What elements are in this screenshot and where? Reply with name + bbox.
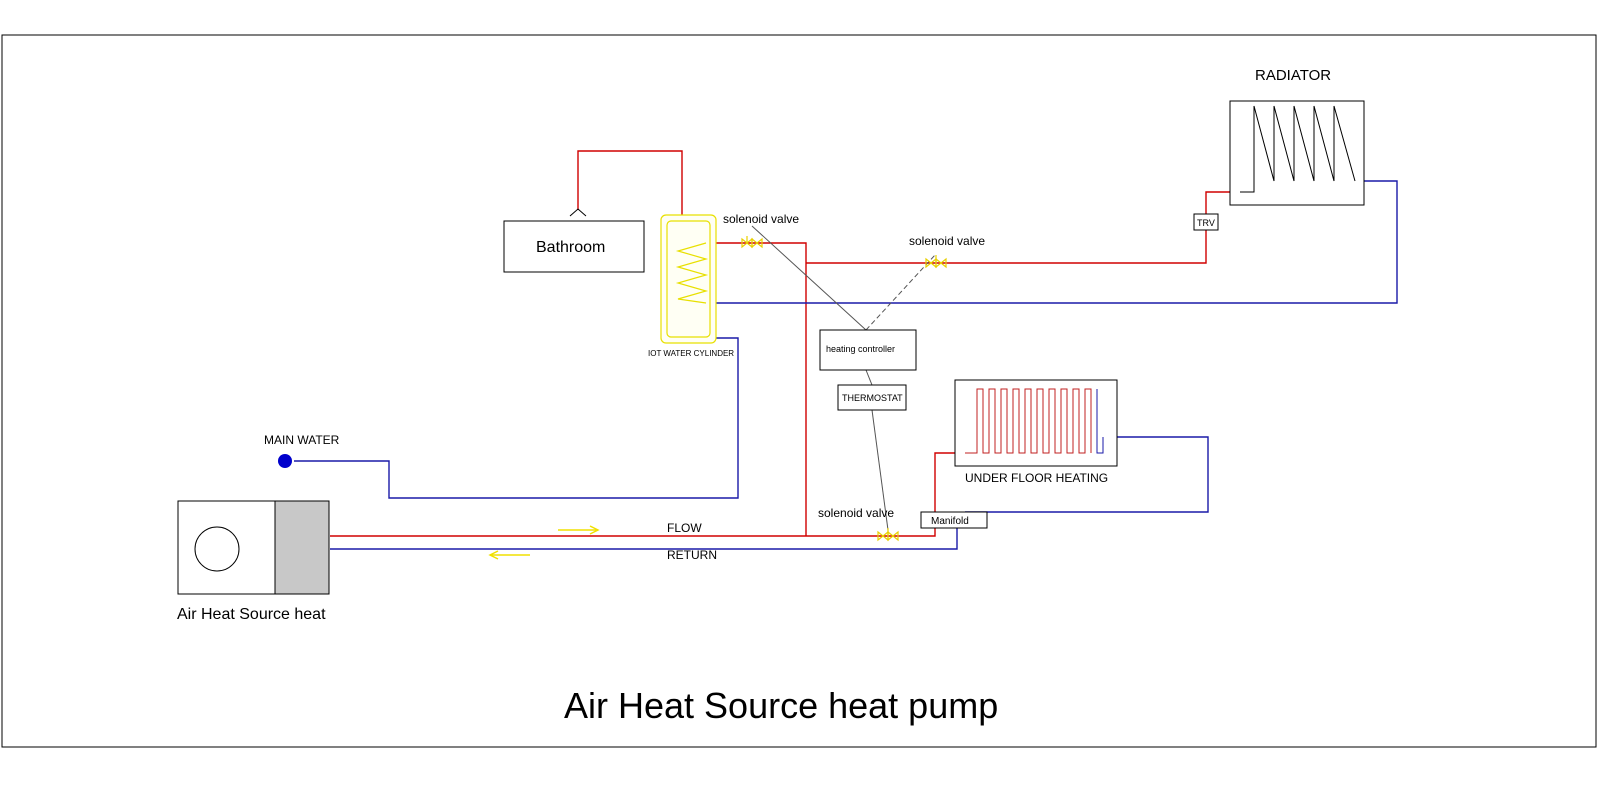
wire-to-mid-valve: [865, 254, 936, 331]
mains-water-pipe: [294, 337, 739, 499]
wire-to-thermostat: [865, 369, 873, 386]
wire-to-top-valve: [751, 225, 867, 331]
under-floor-heating: UNDER FLOOR HEATING: [954, 379, 1118, 485]
return-pipes: [294, 180, 1398, 550]
bathroom-box: [503, 220, 645, 273]
heat-pump-side-panel: [274, 500, 330, 595]
solenoid-valve-mid: [925, 255, 947, 269]
ufh-return-leg: [1096, 389, 1104, 454]
flow-pipe-riser: [706, 242, 807, 536]
thermostat-label: THERMOSTAT: [842, 393, 903, 403]
wire-to-bottom-valve: [871, 409, 889, 531]
cylinder-outer: [660, 214, 717, 344]
radiator-label: RADIATOR: [1255, 67, 1331, 84]
flow-pipe-radiator: [806, 230, 1207, 264]
trv-label: TRV: [1197, 218, 1215, 228]
return-arrow: [488, 550, 530, 560]
manifold-box: [920, 511, 988, 529]
solenoid-valve-top-label: solenoid valve: [723, 212, 799, 226]
diagram-title: Air Heat Source heat pump: [564, 685, 998, 726]
heat-pump-unit: Air Heat Source heat: [177, 500, 330, 623]
ufh-box: [954, 379, 1118, 467]
hot-water-cylinder: IOT WATER CYLINDER: [648, 214, 734, 358]
control-wiring: [751, 225, 936, 531]
cylinder-inner: [666, 220, 711, 338]
solenoid-valve-mid-label: solenoid valve: [909, 234, 985, 248]
tap-icon: [569, 208, 587, 217]
bathroom: Bathroom: [503, 208, 645, 273]
main-water-label: MAIN WATER: [264, 433, 340, 447]
heating-controller-label: heating controller: [826, 344, 895, 354]
radiator-element: [1240, 105, 1356, 193]
cylinder-label: IOT WATER CYLINDER: [648, 349, 734, 358]
cylinder-coil: [675, 242, 709, 304]
fan-icon: [194, 526, 240, 572]
return-pipe-ufh: [965, 436, 1209, 513]
flow-pipe-main: [330, 452, 965, 537]
flow-pipe-trv-top: [1205, 191, 1240, 214]
flow-pipes: [330, 150, 1240, 537]
hot-water-to-bathroom: [577, 150, 683, 215]
solenoid-valve-bottom: [877, 528, 899, 542]
heating-controller-box: [819, 329, 917, 371]
flow-label: FLOW: [667, 521, 702, 535]
return-label: RETURN: [667, 548, 717, 562]
thermostat-box: [837, 384, 907, 411]
bathroom-label: Bathroom: [536, 239, 605, 256]
flow-arrow: [558, 525, 600, 535]
ufh-label: UNDER FLOOR HEATING: [965, 471, 1108, 485]
heat-pump-unit-label: Air Heat Source heat: [177, 606, 326, 623]
solenoid-valve-top: [741, 236, 763, 249]
solenoid-valve-bottom-label: solenoid valve: [818, 506, 894, 520]
manifold-label: Manifold: [931, 516, 969, 527]
trv-box: [1193, 213, 1219, 231]
main-water-dot: [278, 454, 292, 468]
radiator: RADIATOR: [1229, 67, 1365, 206]
ufh-loop: [965, 388, 1092, 454]
diagram-frame: [1, 34, 1597, 748]
return-pipe-main: [330, 528, 958, 550]
return-pipe-radiator: [706, 180, 1398, 304]
